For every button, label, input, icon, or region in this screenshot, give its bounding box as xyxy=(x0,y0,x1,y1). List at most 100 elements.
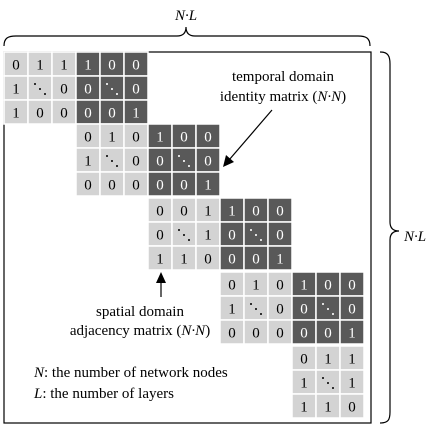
matrix-entry: 1 xyxy=(324,400,332,416)
matrix-entry: 1 xyxy=(84,154,92,170)
matrix-entry: 1 xyxy=(156,130,164,146)
matrix-cell xyxy=(195,147,221,173)
matrix-entry: 0 xyxy=(252,252,260,268)
temporal-annotation-line2: identity matrix (N·N) xyxy=(220,89,346,105)
diagonal-dots: ⋱ xyxy=(33,82,48,98)
diagonal-dots: ⋱ xyxy=(249,302,264,318)
matrix-cell xyxy=(3,99,29,125)
matrix-entry: 0 xyxy=(180,204,188,220)
matrix-cell xyxy=(339,271,365,297)
matrix-entry: 0 xyxy=(324,278,332,294)
matrix-entry: 1 xyxy=(252,278,260,294)
matrix-entry: 0 xyxy=(180,130,188,146)
matrix-entry: 0 xyxy=(276,326,284,342)
temporal-annotation-line1: temporal domain xyxy=(232,69,335,85)
matrix-cell xyxy=(195,123,221,149)
matrix-cell xyxy=(99,51,125,77)
matrix-entry: 0 xyxy=(132,58,140,74)
matrix-cell xyxy=(3,75,29,101)
matrix-entry: 0 xyxy=(204,130,212,146)
matrix-cell xyxy=(243,245,269,271)
matrix-cell xyxy=(171,245,197,271)
matrix-entry: 1 xyxy=(348,352,356,368)
matrix-cell xyxy=(51,99,77,125)
matrix-entry: 1 xyxy=(156,252,164,268)
matrix-cell xyxy=(267,197,293,223)
matrix-entry: 1 xyxy=(36,58,44,74)
right-brace xyxy=(379,51,400,424)
matrix-cell xyxy=(339,369,365,395)
matrix-entry: 0 xyxy=(228,252,236,268)
matrix-entry: 1 xyxy=(204,228,212,244)
matrix-entry: 1 xyxy=(60,58,68,74)
matrix-cell xyxy=(315,393,341,419)
matrix-cell xyxy=(267,245,293,271)
matrix-cell xyxy=(315,295,341,321)
matrix-entry: 1 xyxy=(300,400,308,416)
matrix-cell xyxy=(339,295,365,321)
matrix-entry: 0 xyxy=(300,352,308,368)
matrix-entry: 0 xyxy=(156,178,164,194)
matrix-cell xyxy=(99,99,125,125)
matrix-cell xyxy=(339,319,365,345)
matrix-cell xyxy=(99,123,125,149)
diagonal-dots: ⋱ xyxy=(105,154,120,170)
legend-layers: L: the number of layers xyxy=(33,386,174,402)
matrix-entry: 1 xyxy=(204,178,212,194)
matrix-entry: 0 xyxy=(228,228,236,244)
matrix-entry: 0 xyxy=(276,228,284,244)
spatial-annotation-line2: adjacency matrix (N·N) xyxy=(70,323,210,339)
matrix-cell xyxy=(75,99,101,125)
matrix-entry: 0 xyxy=(84,82,92,98)
matrix-cell xyxy=(219,295,245,321)
matrix-entry: 1 xyxy=(276,252,284,268)
matrix-entry: 0 xyxy=(276,204,284,220)
matrix-cell xyxy=(195,171,221,197)
matrix-entry: 1 xyxy=(228,302,236,318)
matrix-entry: 0 xyxy=(156,228,164,244)
top-brace xyxy=(3,26,371,47)
diagonal-dots: ⋱ xyxy=(249,228,264,244)
matrix-entry: 1 xyxy=(84,58,92,74)
right-dimension-label: N·L xyxy=(403,229,426,245)
matrix-entry: 0 xyxy=(300,302,308,318)
matrix-entry: 0 xyxy=(156,154,164,170)
temporal-annotation: temporal domain identity matrix (N·N) xyxy=(220,69,346,167)
matrix-entry: 0 xyxy=(60,106,68,122)
matrix-entry: 0 xyxy=(132,82,140,98)
temporal-arrowhead xyxy=(223,155,234,167)
matrix-cell xyxy=(51,75,77,101)
matrix-entry: 1 xyxy=(12,82,20,98)
matrix-entry: 0 xyxy=(180,178,188,194)
legend-nodes: N: the number of network nodes xyxy=(33,365,228,381)
diagonal-dots: ⋱ xyxy=(177,154,192,170)
matrix-entry: 0 xyxy=(108,178,116,194)
matrix-cell xyxy=(339,393,365,419)
temporal-arrow xyxy=(228,109,273,161)
matrix-entry: 0 xyxy=(276,302,284,318)
matrix-entry: 1 xyxy=(180,252,188,268)
matrix-cell xyxy=(219,319,245,345)
matrix-entry: 1 xyxy=(228,204,236,220)
matrix-entry: 1 xyxy=(324,352,332,368)
matrix-entry: 0 xyxy=(348,278,356,294)
diagonal-dots: ⋱ xyxy=(105,82,120,98)
matrix-entry: 0 xyxy=(132,130,140,146)
matrix-cell xyxy=(171,171,197,197)
matrix-entry: 1 xyxy=(348,326,356,342)
matrix-cell xyxy=(123,51,149,77)
matrix-entry: 0 xyxy=(108,106,116,122)
matrix-cell xyxy=(219,271,245,297)
matrix-entry: 0 xyxy=(84,178,92,194)
matrix-entry: 0 xyxy=(132,178,140,194)
matrix-entry: 0 xyxy=(156,204,164,220)
matrix-entry: 1 xyxy=(132,106,140,122)
matrix-entry: 1 xyxy=(12,106,20,122)
matrix-entry: 0 xyxy=(12,58,20,74)
